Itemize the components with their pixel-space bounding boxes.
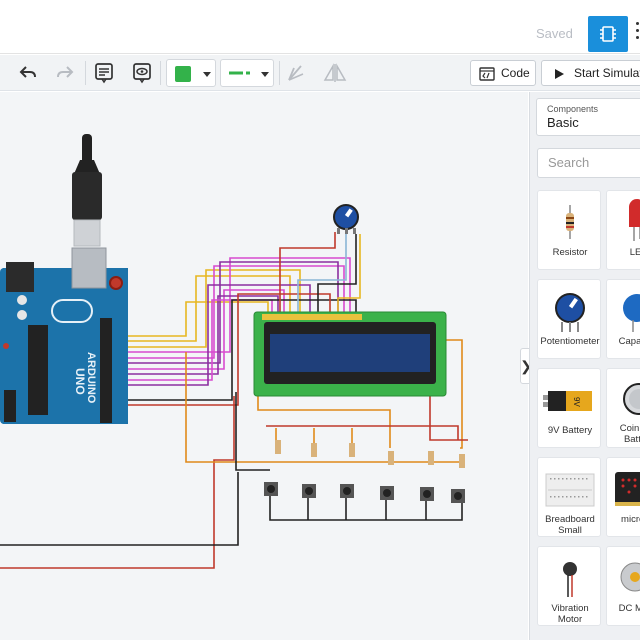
vibration-motor-icon — [563, 562, 577, 597]
resistors[interactable] — [275, 440, 465, 468]
component-tile-resistor[interactable]: Resistor — [537, 190, 601, 270]
tile-label: Vibration Motor — [551, 603, 589, 625]
more-menu-icon[interactable] — [636, 22, 640, 42]
breadboard-icon — [545, 473, 595, 507]
rotate-icon[interactable] — [283, 60, 309, 86]
wire-line-icon — [229, 71, 253, 75]
fill-color-button[interactable] — [166, 59, 216, 87]
coin-cell-icon — [623, 383, 640, 415]
dc-motor-icon — [620, 562, 640, 592]
microbit-icon — [615, 472, 640, 506]
top-bar: Saved — [0, 0, 640, 54]
tile-label: Breadboard Small — [545, 514, 595, 536]
code-icon — [479, 67, 495, 81]
component-search-input[interactable]: Search — [537, 148, 640, 178]
component-tile-dc-motor[interactable]: DC Motor — [606, 546, 640, 626]
push-buttons[interactable] — [264, 482, 465, 503]
chevron-down-icon — [261, 72, 269, 77]
tile-label: 9V Battery — [547, 425, 593, 436]
tile-label: micro:bit — [621, 514, 640, 525]
arduino-model: UNO — [73, 368, 87, 395]
visibility-icon[interactable] — [129, 60, 155, 86]
potentiometer-icon — [555, 293, 585, 332]
circuit-drawing: ARDUINO UNO — [0, 134, 468, 569]
chevron-down-icon — [203, 72, 211, 77]
start-simulation-button[interactable]: Start Simulation — [541, 60, 640, 86]
components-value: Basic — [547, 115, 579, 130]
code-button[interactable]: Code — [470, 60, 536, 86]
redo-icon[interactable] — [52, 60, 78, 86]
undo-icon[interactable] — [15, 60, 41, 86]
code-label: Code — [501, 66, 530, 80]
component-tile-microbit[interactable]: micro:bit — [606, 457, 640, 537]
battery-9v-icon: 9V — [543, 391, 592, 411]
saved-status: Saved — [536, 26, 573, 41]
component-tile-coin-cell[interactable]: Coin Cell Battery — [606, 368, 640, 448]
play-icon — [555, 69, 564, 79]
tile-label: LED — [629, 247, 640, 258]
circuit-canvas[interactable]: ARDUINO UNO — [0, 92, 528, 640]
components-dropdown[interactable]: Components Basic — [536, 98, 640, 136]
lcd-16x2[interactable] — [253, 311, 447, 397]
wire-style-button[interactable] — [220, 59, 274, 87]
component-tile-vibration-motor[interactable]: Vibration Motor — [537, 546, 601, 626]
chip-icon — [600, 26, 616, 42]
toolbar: Code Start Simulation — [0, 55, 640, 91]
tile-label: Capacitor — [618, 336, 640, 347]
arduino-uno-board[interactable]: ARDUINO UNO — [0, 247, 128, 424]
arduino-brand: ARDUINO — [85, 352, 97, 404]
component-tile-potentiometer[interactable]: Potentiometer — [537, 279, 601, 359]
capacitor-icon — [623, 294, 640, 332]
svg-text:9V: 9V — [572, 397, 581, 407]
tile-label: DC Motor — [618, 603, 640, 614]
component-tile-breadboard-small[interactable]: Breadboard Small — [537, 457, 601, 537]
start-simulation-label: Start Simulation — [574, 66, 640, 80]
flip-icon[interactable] — [322, 60, 348, 86]
component-tile-9v-battery[interactable]: 9V 9V Battery — [537, 368, 601, 448]
tile-label: Coin Cell Battery — [619, 423, 640, 445]
color-swatch — [175, 66, 191, 82]
component-tile-led[interactable]: LED — [606, 190, 640, 270]
usb-cable — [72, 134, 102, 247]
circuit-view-button[interactable] — [588, 16, 628, 52]
component-tile-capacitor[interactable]: Capacitor — [606, 279, 640, 359]
components-label: Components — [547, 104, 599, 114]
tile-label: Potentiometer — [540, 336, 600, 347]
tile-label: Resistor — [552, 247, 588, 258]
resistor-icon — [566, 205, 574, 239]
led-icon — [629, 199, 640, 241]
potentiometer[interactable] — [333, 204, 359, 234]
notes-icon[interactable] — [91, 60, 117, 86]
